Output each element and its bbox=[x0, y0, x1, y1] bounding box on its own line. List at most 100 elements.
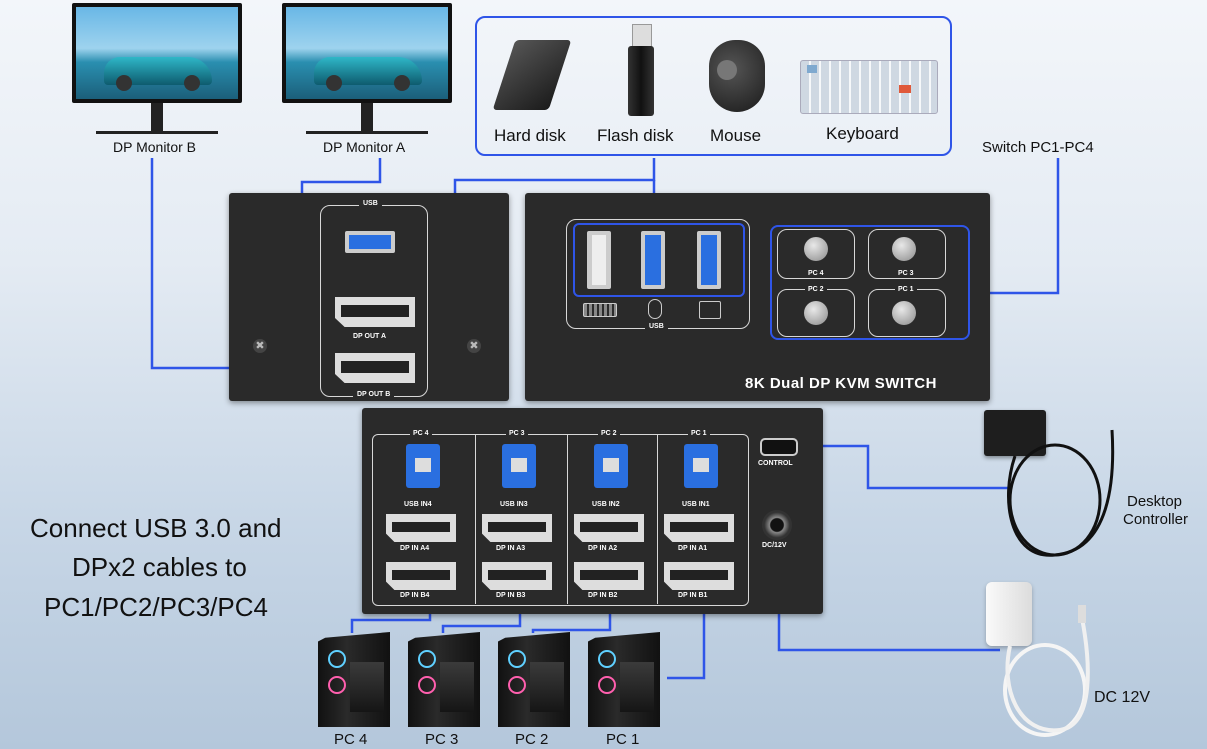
switch-label: Switch PC1-PC4 bbox=[982, 139, 1094, 156]
pc4-tower bbox=[318, 632, 390, 727]
monitor-a bbox=[282, 3, 452, 134]
printer-icon bbox=[699, 301, 721, 319]
pc4-button[interactable] bbox=[804, 237, 828, 261]
hard-disk-icon bbox=[492, 30, 574, 112]
port-column-pc3: PC 3 USB IN3 DP IN A3 DP IN B3 bbox=[475, 430, 566, 604]
dp-in-a4-label: DP IN A4 bbox=[400, 545, 430, 552]
usb-b-port bbox=[502, 444, 536, 488]
dp-out-b-label: DP OUT B bbox=[353, 391, 395, 398]
mouse-icon bbox=[648, 299, 662, 319]
mouse-icon bbox=[707, 40, 767, 114]
car-wheel bbox=[394, 75, 410, 91]
front-usb-port-1 bbox=[587, 231, 611, 289]
pc4-button-frame bbox=[777, 229, 855, 279]
port-column-pc1: PC 1 USB IN1 DP IN A1 DP IN B1 bbox=[657, 430, 748, 604]
dp-in-b4-label: DP IN B4 bbox=[400, 592, 430, 599]
front-panel: USB PC 4 PC 3 PC 2 PC 1 8K Dual DP KVM S… bbox=[525, 193, 990, 401]
monitor-screen bbox=[282, 3, 452, 103]
desktop-controller-label-2: Controller bbox=[1123, 511, 1189, 528]
monitor-b bbox=[72, 3, 242, 134]
pc3-tower bbox=[408, 632, 480, 727]
hard-disk-label: Hard disk bbox=[494, 126, 566, 145]
dp-out-b-port bbox=[335, 353, 415, 383]
monitor-a-label: DP Monitor A bbox=[323, 139, 406, 155]
screw-icon: ✖ bbox=[467, 339, 481, 353]
usb-in1-label: USB IN1 bbox=[682, 501, 710, 508]
usb-out-label: USB bbox=[359, 200, 382, 207]
monitor-b-label: DP Monitor B bbox=[113, 139, 196, 155]
connect-text-line-1: Connect USB 3.0 and bbox=[30, 513, 282, 543]
pc1-label: PC 1 bbox=[895, 286, 917, 293]
usb-in3-label: USB IN3 bbox=[500, 501, 528, 508]
screw-icon: ✖ bbox=[253, 339, 267, 353]
usb-in4-label: USB IN4 bbox=[404, 501, 432, 508]
desktop-controller bbox=[984, 410, 1046, 456]
peripherals-box bbox=[475, 16, 952, 156]
pc2-label: PC 2 bbox=[805, 286, 827, 293]
pc3-button-frame bbox=[868, 229, 946, 279]
flash-disk-icon bbox=[622, 24, 662, 120]
control-label: CONTROL bbox=[758, 460, 793, 467]
dc-12v-label: DC 12V bbox=[1094, 689, 1151, 706]
connect-text-line-3: PC1/PC2/PC3/PC4 bbox=[44, 592, 268, 622]
pc1-tower bbox=[588, 632, 660, 727]
car-wheel bbox=[326, 75, 342, 91]
dp-in-a2-label: DP IN A2 bbox=[588, 545, 618, 552]
connect-text-line-2: DPx2 cables to bbox=[72, 552, 247, 582]
monitor-screen bbox=[72, 3, 242, 103]
dp-in-b3-label: DP IN B3 bbox=[496, 592, 526, 599]
dp-in-port bbox=[482, 514, 552, 542]
pc4-port-label: PC 4 bbox=[410, 430, 432, 437]
monitor-wallpaper bbox=[286, 7, 448, 99]
front-usb-port-3 bbox=[697, 231, 721, 289]
power-adapter bbox=[986, 582, 1032, 646]
pc1-label: PC 1 bbox=[606, 731, 640, 748]
usb-b-port bbox=[594, 444, 628, 488]
monitor-base bbox=[96, 131, 218, 134]
pc3-label: PC 3 bbox=[895, 270, 917, 277]
dp-in-port bbox=[386, 562, 456, 590]
monitor-wallpaper bbox=[76, 7, 238, 99]
dp-out-a-label: DP OUT A bbox=[353, 333, 387, 340]
pc3-button[interactable] bbox=[892, 237, 916, 261]
control-port bbox=[760, 438, 798, 456]
rear-input-panel: PC 4 USB IN4 DP IN A4 DP IN B4 PC 3 USB … bbox=[362, 408, 823, 614]
desktop-controller-label-1: Desktop bbox=[1127, 493, 1183, 510]
dp-in-port bbox=[386, 514, 456, 542]
dp-in-port bbox=[664, 514, 734, 542]
keyboard-icon bbox=[800, 60, 938, 114]
mouse-label: Mouse bbox=[710, 126, 762, 145]
dp-in-b2-label: DP IN B2 bbox=[588, 592, 618, 599]
monitor-base bbox=[306, 131, 428, 134]
dp-in-port bbox=[482, 562, 552, 590]
pc2-port-label: PC 2 bbox=[598, 430, 620, 437]
front-usb-port-2 bbox=[641, 231, 665, 289]
pc2-label: PC 2 bbox=[515, 731, 549, 748]
front-usb-label: USB bbox=[645, 323, 668, 330]
car-wheel bbox=[184, 75, 200, 91]
input-group-frame bbox=[372, 434, 749, 606]
usb-in2-label: USB IN2 bbox=[592, 501, 620, 508]
usb-b-port bbox=[406, 444, 440, 488]
power-jack bbox=[762, 510, 792, 540]
port-column-pc4: PC 4 USB IN4 DP IN A4 DP IN B4 bbox=[380, 430, 470, 604]
dp-in-b1-label: DP IN B1 bbox=[678, 592, 708, 599]
dp-out-a-port bbox=[335, 297, 415, 327]
pc1-port-label: PC 1 bbox=[688, 430, 710, 437]
pc2-button[interactable] bbox=[804, 301, 828, 325]
dp-in-port bbox=[664, 562, 734, 590]
power-label: DC/12V bbox=[762, 542, 787, 549]
dp-in-a1-label: DP IN A1 bbox=[678, 545, 708, 552]
pc1-button[interactable] bbox=[892, 301, 916, 325]
flash-disk-label: Flash disk bbox=[597, 126, 674, 145]
pc2-tower bbox=[498, 632, 570, 727]
keyboard-icon bbox=[583, 303, 617, 317]
rear-output-panel: USB DP OUT A DP OUT B ✖ ✖ bbox=[229, 193, 509, 401]
dp-in-port bbox=[574, 562, 644, 590]
port-column-pc2: PC 2 USB IN2 DP IN A2 DP IN B2 bbox=[567, 430, 658, 604]
pc3-label: PC 3 bbox=[425, 731, 459, 748]
dp-in-a3-label: DP IN A3 bbox=[496, 545, 526, 552]
pc4-label: PC 4 bbox=[334, 731, 368, 748]
car-wheel bbox=[116, 75, 132, 91]
usb-b-port bbox=[684, 444, 718, 488]
